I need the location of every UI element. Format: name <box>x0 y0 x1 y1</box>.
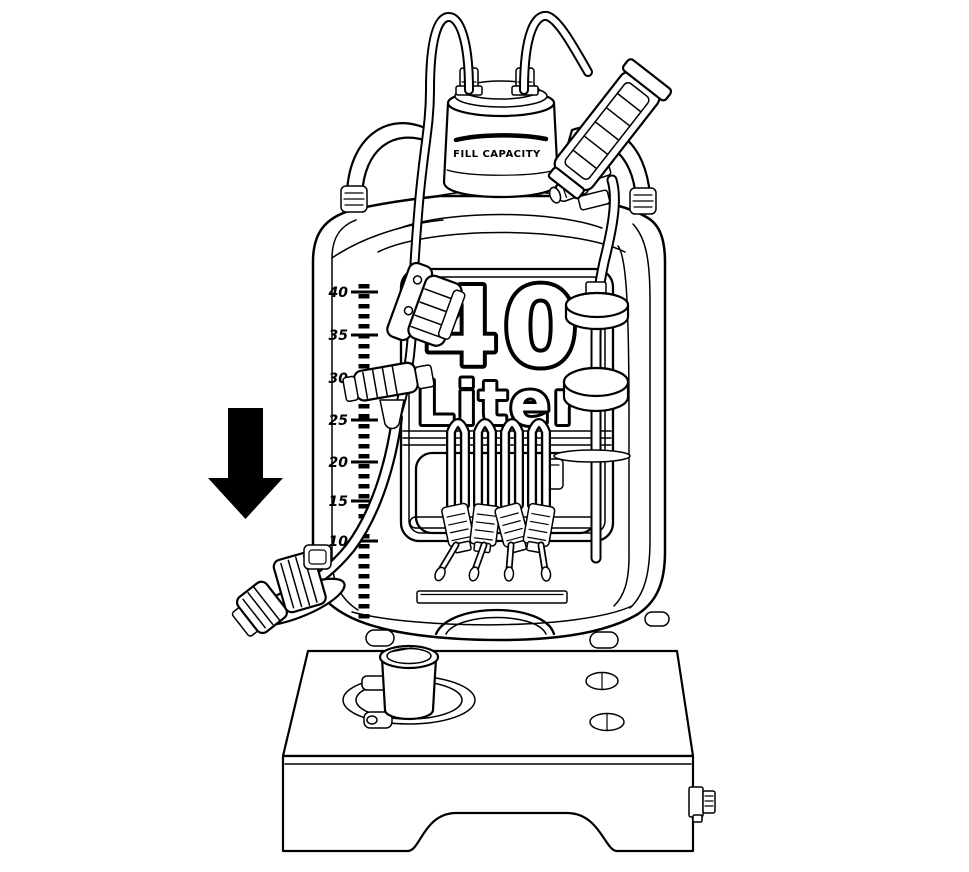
tube-tip <box>468 566 480 582</box>
scale-label-10: 10 <box>329 534 349 550</box>
volume-scale: 40 35 30 25 20 15 10 <box>328 284 378 624</box>
valve-assembly <box>342 361 435 430</box>
tube-tip <box>503 566 515 582</box>
side-port-tab <box>303 544 332 570</box>
pinch-clamp <box>547 58 673 200</box>
float-disks <box>553 281 631 463</box>
vessel-foot <box>644 611 670 627</box>
slot-bar <box>416 590 568 604</box>
down-arrow-icon <box>208 408 283 519</box>
scale-label-25: 25 <box>329 413 349 429</box>
shoulder-dome <box>377 231 626 253</box>
carry-handle-left <box>340 122 432 213</box>
mounting-holes <box>585 671 625 732</box>
tube-loop <box>434 418 475 582</box>
docking-port <box>342 644 476 729</box>
scale-label-40: 40 <box>328 285 349 301</box>
port-cylinder <box>380 656 438 721</box>
tube-loop <box>522 418 556 582</box>
scale-label-20: 20 <box>329 455 349 471</box>
base-front-face <box>281 754 695 853</box>
contour-left <box>331 219 359 611</box>
float-tray <box>553 449 631 463</box>
manifold-loops <box>434 418 556 582</box>
vessel-foot <box>365 629 395 647</box>
valve-funnel <box>379 399 405 430</box>
base-side-connector <box>688 786 716 823</box>
fill-capacity-line <box>453 133 549 143</box>
loop-clamp <box>522 502 556 554</box>
docking-base <box>281 644 716 853</box>
loop-clamp <box>441 502 475 554</box>
tube-tip <box>434 566 446 582</box>
tube-loop <box>494 418 530 582</box>
contour-bottom <box>351 605 633 626</box>
tube-collar <box>577 189 611 211</box>
bottom-arch-recess <box>434 608 556 636</box>
vessel-foot <box>589 631 619 649</box>
tube-tip <box>540 566 552 582</box>
scale-label-35: 35 <box>329 328 349 344</box>
fill-capacity-label: FILL CAPACITY <box>453 149 541 160</box>
scale-label-15: 15 <box>329 494 349 510</box>
vessel-neck: FILL CAPACITY <box>442 67 560 199</box>
ratchet-clamp <box>386 261 466 347</box>
tube-loop <box>468 418 501 582</box>
volume-unit: Liter <box>416 369 584 439</box>
contour-right-outer <box>629 223 651 609</box>
